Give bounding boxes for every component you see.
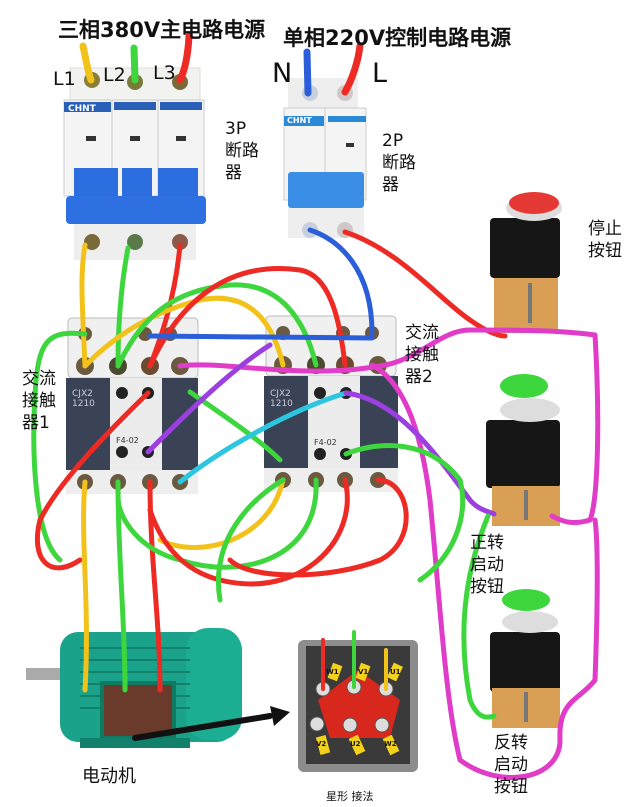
arrow-to-terminal-box [132,713,273,741]
terminal-box-label: 星形 接法 [326,790,374,803]
two-pole-breaker-label: 2P 断路 器 [382,131,416,196]
terminal-label-l3: L3 [153,62,176,84]
stop-button[interactable] [490,192,562,333]
km2-aux-block: F4-02 [314,438,337,447]
terminal-label-l: L [372,58,388,89]
wire-l3-red [176,32,193,84]
terminal-label-n: N [272,58,293,89]
km2-model: CJX2 1210 [270,389,293,409]
stop-button-label: 停止 按钮 [588,219,622,262]
terminal-label-l1: L1 [53,68,76,90]
three-pole-breaker [63,67,206,260]
three-pole-brand: CHNT [68,104,96,114]
wire-l2-green [130,44,139,84]
terminal-label-l2: L2 [103,64,126,86]
terminal-box [298,640,418,772]
control-power-title: 单相220V控制电路电源 [283,26,512,50]
three-pole-breaker-label: 3P 断路 器 [225,119,259,184]
two-pole-breaker [283,78,367,238]
wire-l1-yellow [79,42,95,84]
arrow-head [270,706,290,726]
main-power-title: 三相380V主电路电源 [58,18,266,42]
two-pole-brand: CHNT [287,116,312,125]
wire-l-red [341,42,364,96]
reverse-button-label: 反转 启动 按钮 [494,733,528,798]
motor [26,628,242,748]
reverse-start-button[interactable] [490,589,560,728]
terminal-v2: V2 [316,740,327,748]
terminal-u2: U2 [350,740,361,748]
terminal-u1: U1 [390,668,401,676]
contactor-km2-label: 交流 接触 器2 [405,323,439,388]
terminal-w1: W1 [326,668,339,676]
km1-aux-block: F4-02 [116,436,139,445]
km1-model: CJX2 1210 [72,389,95,409]
contactor-km1-label: 交流 接触 器1 [22,369,56,434]
forward-start-button[interactable] [486,374,560,526]
forward-button-label: 正转 启动 按钮 [470,533,504,598]
terminal-w2: W2 [384,740,397,748]
contactor-km2 [264,315,398,492]
motor-label: 电动机 [82,766,136,787]
wire-n-blue [303,48,312,97]
terminal-v1: V1 [358,668,369,676]
